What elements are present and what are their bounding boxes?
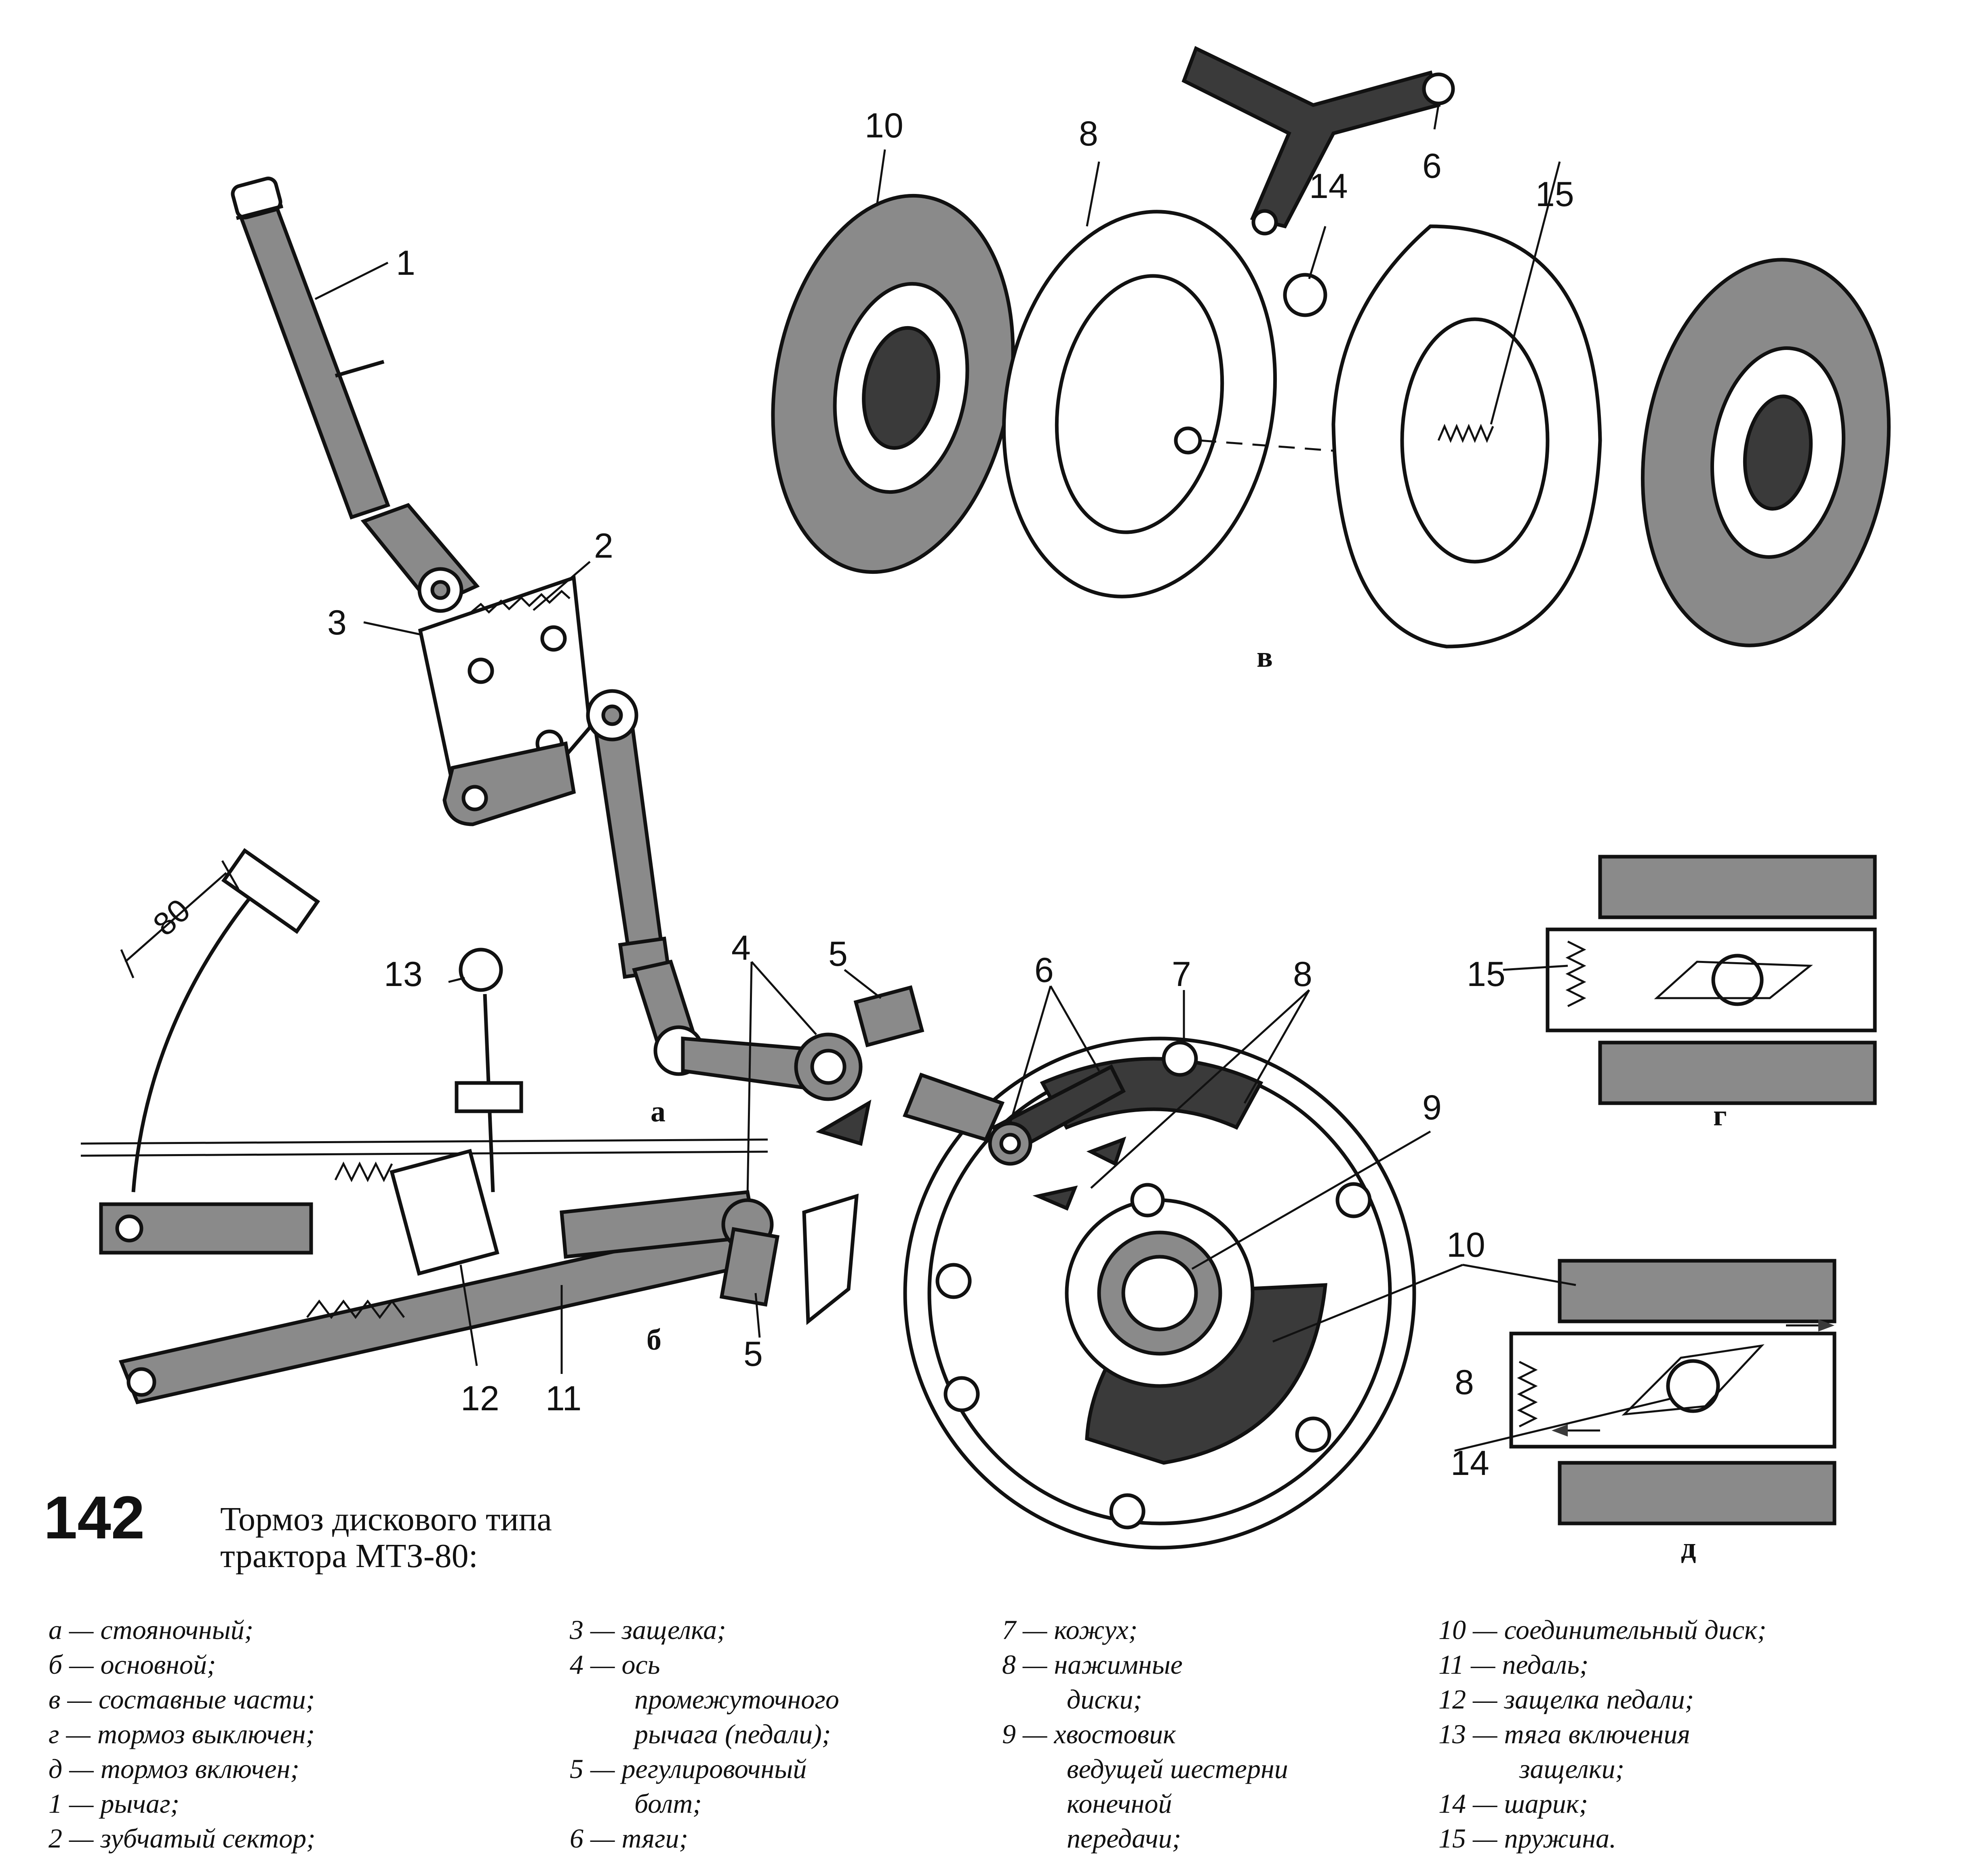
view-label-g: г [1713, 1099, 1727, 1132]
callout-labels: 1 2 3 4 5 5 6 6 7 8 8 8 9 10 10 11 12 13… [327, 106, 1574, 1483]
adjusting-bolt-5-top [853, 985, 925, 1047]
rod-6-a [902, 1072, 1005, 1142]
legend-line: 11 — педаль; [1438, 1649, 1589, 1680]
legend-line: болт; [634, 1788, 702, 1819]
view-label-v: в [1257, 640, 1273, 674]
dimension-80: 80 [146, 892, 197, 943]
figure-title-line-2: трактора МТЗ-80: [220, 1537, 478, 1575]
callout-3: 3 [327, 603, 347, 642]
legend-line: 1 — рычаг; [48, 1788, 180, 1819]
foot-pedal-assembly [80, 848, 774, 1405]
figure-number: 142 [44, 1483, 145, 1551]
legend-column-1: а — стояночный; б — основной; в — состав… [48, 1612, 316, 1856]
callout-14-state-d: 14 [1451, 1444, 1489, 1483]
callout-12: 12 [461, 1379, 499, 1418]
state-applied [1509, 1259, 1836, 1525]
legend-line: передачи; [1067, 1823, 1181, 1854]
legend-line: в — составные части; [48, 1684, 315, 1715]
cross-shaft-bracket [802, 1193, 859, 1325]
d-disc-top [1558, 1259, 1836, 1323]
d-spring [1517, 1361, 1538, 1428]
callout-6-housing: 6 [1034, 951, 1054, 990]
legend-line: защелки; [1519, 1753, 1625, 1784]
g-ball [1711, 954, 1764, 1006]
exploded-parts [771, 46, 1891, 649]
callout-6-exploded: 6 [1422, 147, 1442, 185]
legend-line: промежуточного [634, 1684, 839, 1715]
legend-line: конечной [1067, 1788, 1172, 1819]
legend-line: а — стояночный; [48, 1614, 254, 1645]
rod-6-upper [592, 709, 665, 964]
latch-spring [334, 1161, 393, 1182]
latch-pull-ring [459, 948, 503, 992]
legend-line: 10 — соединительный диск; [1438, 1614, 1767, 1645]
legend-line: б — основной; [48, 1649, 216, 1680]
view-letters: а б в г д [647, 640, 1727, 1565]
brake-housing-assembly [719, 985, 1416, 1550]
view-label-b: б [647, 1323, 661, 1357]
legend-line: рычага (педали); [634, 1719, 831, 1749]
figure-title-line-1: Тормоз дискового типа [220, 1500, 552, 1538]
return-spring [306, 1299, 405, 1319]
state-released [1546, 855, 1877, 1105]
callout-4: 4 [731, 929, 751, 967]
lever-1 [236, 200, 390, 520]
legend-line: д — тормоз включен; [48, 1753, 299, 1784]
g-disc-bottom [1598, 1041, 1877, 1105]
legend-line: 9 — хвостовик [1002, 1719, 1176, 1749]
d-ball [1666, 1359, 1720, 1413]
adjusting-bolt-5-bottom [719, 1227, 780, 1307]
callout-10-exploded: 10 [865, 106, 903, 145]
parking-lever-assembly [231, 177, 863, 1101]
legend-column-2: 3 — защелка; 4 — ось промежуточного рыча… [570, 1612, 839, 1856]
legend-line: 7 — кожух; [1002, 1614, 1138, 1645]
legend-line: 13 — тяга включения [1438, 1719, 1690, 1749]
legend-line: ведущей шестерни [1067, 1753, 1288, 1784]
callout-5-bottom: 5 [743, 1335, 763, 1374]
legend-line: 14 — шарик; [1438, 1788, 1588, 1819]
legend-line: 5 — регулировочный [570, 1753, 807, 1784]
callout-8-housing: 8 [1293, 955, 1312, 994]
callout-1: 1 [396, 244, 415, 282]
view-label-d: д [1681, 1532, 1696, 1565]
callout-14-exploded: 14 [1309, 167, 1348, 206]
legend-line: 4 — ось [570, 1649, 660, 1680]
legend-column-4: 10 — соединительный диск; 11 — педаль; 1… [1438, 1612, 1767, 1856]
pedal-latch-12 [390, 1149, 499, 1276]
callout-8-exploded: 8 [1079, 114, 1098, 153]
legend-line: г — тормоз выключен; [48, 1719, 315, 1749]
spring-15 [1437, 423, 1494, 443]
figure-title: Тормоз дискового типа трактора МТЗ-80: [220, 1501, 705, 1574]
legend-line: 3 — защелка; [570, 1614, 726, 1645]
callout-13: 13 [384, 955, 423, 994]
callout-15-exploded: 15 [1535, 175, 1574, 214]
pedal-pad [221, 848, 320, 934]
legend-line: 2 — зубчатый сектор; [48, 1823, 316, 1854]
callout-15-state-g: 15 [1467, 955, 1506, 994]
view-label-a: а [651, 1095, 665, 1128]
pedal-11-arm [131, 896, 252, 1192]
d-disc-bottom [1558, 1461, 1836, 1525]
callout-9: 9 [1422, 1088, 1442, 1127]
legend-line: диски; [1067, 1684, 1143, 1715]
g-spring-15 [1565, 940, 1586, 1007]
g-disc-top [1598, 855, 1877, 919]
callout-10-housing: 10 [1447, 1226, 1485, 1264]
legend-line: 15 — пружина. [1438, 1823, 1617, 1854]
leader-lines [314, 105, 1673, 1452]
rods-6-link [1181, 46, 1441, 229]
callout-8-state-d: 8 [1455, 1363, 1474, 1402]
legend-line: 12 — защелка педали; [1438, 1684, 1694, 1715]
callout-7: 7 [1172, 955, 1191, 994]
legend-column-3: 7 — кожух; 8 — нажимные диски; 9 — хвост… [1002, 1612, 1288, 1856]
callout-2: 2 [594, 527, 613, 565]
legend-line: 6 — тяги; [570, 1823, 689, 1854]
callout-5-top: 5 [828, 935, 848, 973]
callout-11: 11 [545, 1379, 581, 1418]
legend-line: 8 — нажимные [1002, 1649, 1183, 1680]
ball-14 [1283, 273, 1327, 317]
